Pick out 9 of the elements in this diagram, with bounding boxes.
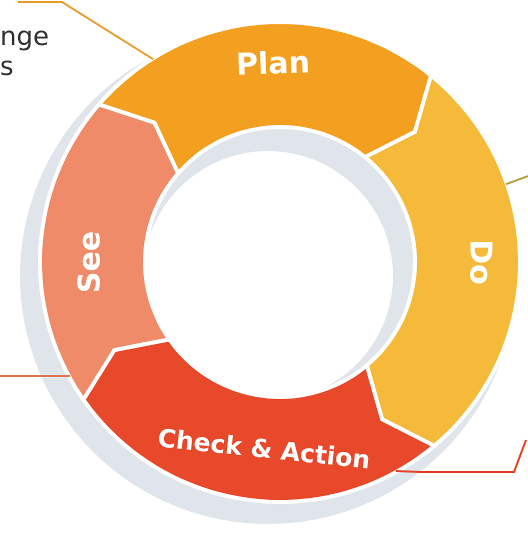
segment-label: Do: [462, 239, 498, 285]
description-text: nge s: [0, 22, 50, 82]
leader-line: [18, 1, 154, 60]
leader-line: [396, 440, 527, 473]
segment-label: Plan: [236, 45, 311, 83]
leader-line: [0, 375, 70, 378]
segment-label: Check & Action: [156, 424, 372, 475]
leader-line: [506, 175, 528, 186]
segment-label: See: [72, 230, 108, 294]
